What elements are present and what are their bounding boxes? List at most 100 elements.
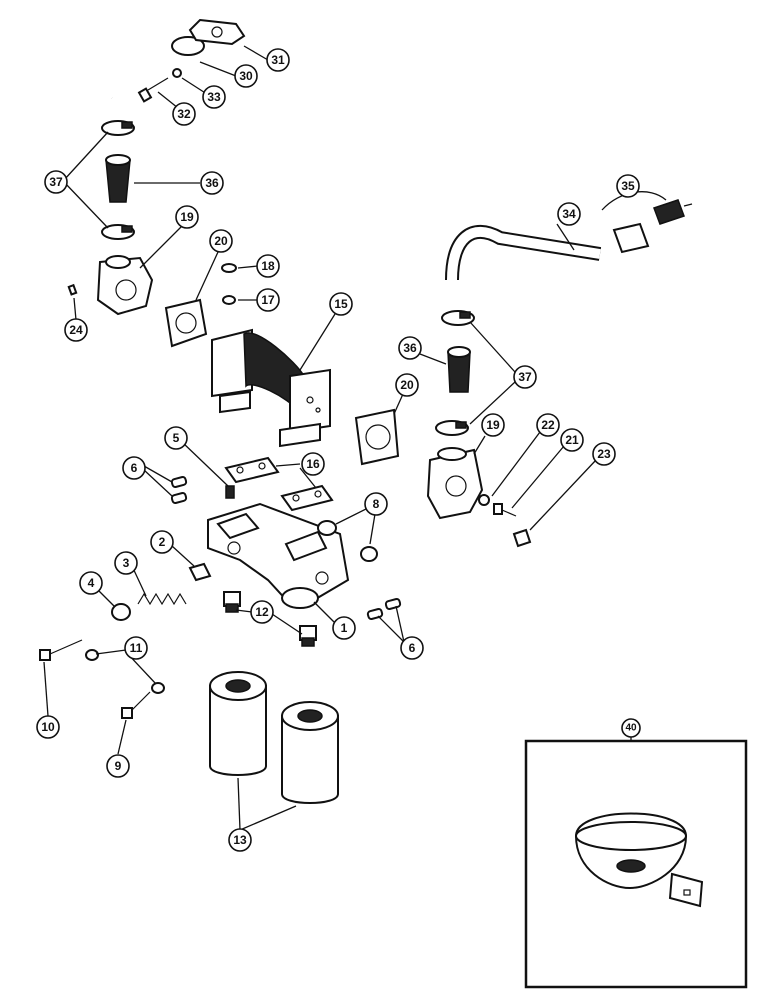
svg-text:33: 33 xyxy=(207,90,221,104)
part-valve-2 xyxy=(188,562,212,582)
part-springs-6-upper xyxy=(170,475,188,505)
callout-1: 1 xyxy=(332,616,356,640)
svg-text:34: 34 xyxy=(562,207,576,221)
part-bolt-9 xyxy=(121,691,151,719)
part-adapter-12-upper xyxy=(223,591,241,613)
part-gasket-16-lower xyxy=(280,484,334,512)
callout-36-right: 36 xyxy=(398,336,422,360)
part-adapter-12-lower xyxy=(299,625,317,647)
callout-20-left: 20 xyxy=(209,229,233,253)
callout-37-left: 37 xyxy=(44,170,68,194)
svg-text:40: 40 xyxy=(625,723,637,734)
part-fitting-17 xyxy=(222,295,236,305)
svg-text:15: 15 xyxy=(334,297,348,311)
part-fitting-35 xyxy=(612,199,693,254)
callout-16: 16 xyxy=(301,452,325,476)
svg-text:31: 31 xyxy=(271,53,285,67)
part-clamp-37-right-lower xyxy=(435,420,469,436)
svg-text:18: 18 xyxy=(261,259,275,273)
svg-text:22: 22 xyxy=(541,418,555,432)
svg-text:1: 1 xyxy=(341,621,348,635)
part-clamp-37-upper xyxy=(101,120,135,136)
part-gasket-20-left xyxy=(164,298,208,348)
svg-text:13: 13 xyxy=(233,833,247,847)
svg-text:11: 11 xyxy=(130,641,143,655)
callout-22: 22 xyxy=(536,413,560,437)
part-washer-11-lower xyxy=(151,682,165,694)
part-bolt-21 xyxy=(493,503,517,517)
part-tube-30 xyxy=(102,36,205,100)
callout-8: 8 xyxy=(364,492,388,516)
part-gasket-16-upper xyxy=(224,456,280,484)
part-cap-23 xyxy=(512,528,532,548)
callout-30: 30 xyxy=(234,64,258,88)
part-housing-19-left xyxy=(96,255,154,316)
svg-text:36: 36 xyxy=(205,176,219,190)
part-gasket-20-right xyxy=(354,408,400,466)
part-plug-24 xyxy=(67,283,78,296)
part-gasket-31 xyxy=(188,18,246,46)
callout-36-left: 36 xyxy=(200,171,224,195)
callout-19-left: 19 xyxy=(175,205,199,229)
callout-24: 24 xyxy=(64,318,88,342)
part-filter-head-1 xyxy=(207,502,350,609)
callout-21: 21 xyxy=(560,428,584,452)
callout-32: 32 xyxy=(172,102,196,126)
callout-20-right: 20 xyxy=(395,373,419,397)
svg-text:37: 37 xyxy=(49,175,63,189)
part-filter-13-left xyxy=(209,671,267,776)
svg-text:2: 2 xyxy=(159,535,166,549)
callout-6-lower: 6 xyxy=(400,636,424,660)
svg-text:4: 4 xyxy=(88,576,95,590)
callout-15: 15 xyxy=(329,292,353,316)
part-plug-5 xyxy=(225,485,235,499)
part-spring-3 xyxy=(137,592,187,606)
callout-17: 17 xyxy=(256,288,280,312)
callout-11: 11 xyxy=(124,636,148,660)
svg-text:19: 19 xyxy=(180,210,194,224)
svg-text:36: 36 xyxy=(403,341,417,355)
svg-text:21: 21 xyxy=(565,433,579,447)
callout-12: 12 xyxy=(250,600,274,624)
svg-text:3: 3 xyxy=(123,556,130,570)
part-oring-8-lower xyxy=(360,546,378,562)
inset-panel-40 xyxy=(524,736,748,989)
part-hose-36-right xyxy=(447,346,471,393)
callout-9: 9 xyxy=(106,754,130,778)
callout-10: 10 xyxy=(36,715,60,739)
svg-text:17: 17 xyxy=(261,293,275,307)
part-bolt-32 xyxy=(137,77,169,103)
part-hose-36-left xyxy=(105,154,131,203)
callout-34: 34 xyxy=(557,202,581,226)
callout-6-upper: 6 xyxy=(122,456,146,480)
svg-text:6: 6 xyxy=(131,461,138,475)
part-washer-22 xyxy=(478,494,490,506)
svg-text:20: 20 xyxy=(214,234,228,248)
part-cap-4 xyxy=(111,603,131,621)
callout-4: 4 xyxy=(79,571,103,595)
svg-text:12: 12 xyxy=(255,605,269,619)
svg-text:16: 16 xyxy=(306,457,320,471)
part-washer-33 xyxy=(172,68,182,78)
svg-text:5: 5 xyxy=(173,431,180,445)
part-clamp-37-lower xyxy=(101,224,135,240)
svg-text:32: 32 xyxy=(177,107,191,121)
callout-33: 33 xyxy=(202,85,226,109)
svg-text:19: 19 xyxy=(486,418,500,432)
svg-text:37: 37 xyxy=(518,370,532,384)
callout-35: 35 xyxy=(616,174,640,198)
svg-text:23: 23 xyxy=(597,447,611,461)
callout-37-right: 37 xyxy=(513,365,537,389)
svg-text:8: 8 xyxy=(373,497,380,511)
callout-5: 5 xyxy=(164,426,188,450)
part-housing-19-right xyxy=(426,447,484,520)
part-hose-34 xyxy=(445,225,602,281)
svg-text:24: 24 xyxy=(69,323,83,337)
part-fitting-18 xyxy=(221,263,237,273)
part-springs-6-lower xyxy=(366,597,402,621)
part-washer-11-upper xyxy=(85,649,99,661)
part-filter-13-right xyxy=(281,701,339,804)
svg-text:10: 10 xyxy=(41,720,55,734)
svg-text:20: 20 xyxy=(400,378,414,392)
